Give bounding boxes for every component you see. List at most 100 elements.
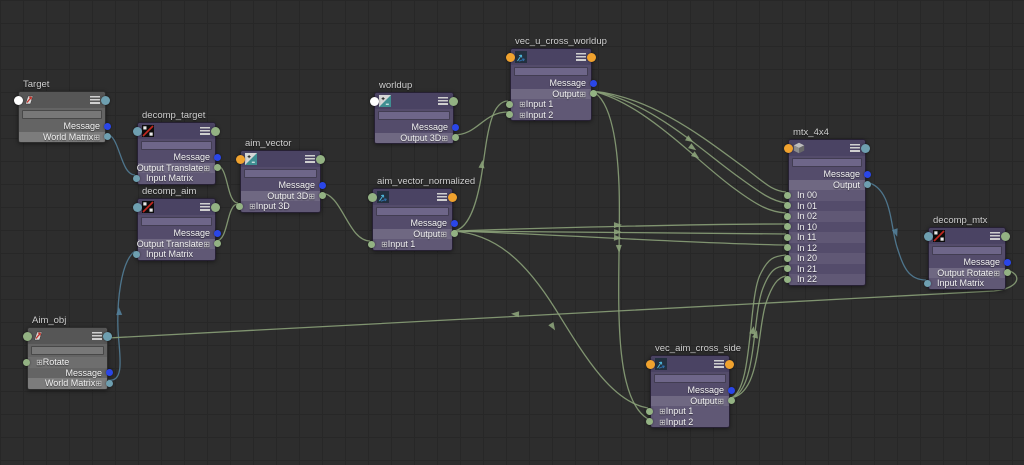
node-left-plug[interactable] xyxy=(14,95,23,105)
display-mode-icon[interactable] xyxy=(990,232,1000,240)
node-filter-field[interactable] xyxy=(244,169,317,178)
node-left-plug[interactable] xyxy=(646,359,655,369)
expand-grid-icon[interactable]: ⊞ xyxy=(36,358,43,367)
port-output-message[interactable] xyxy=(105,369,113,377)
node-filter-field[interactable] xyxy=(932,246,1002,255)
wire-normalized-output-to-vecaim-input1[interactable] xyxy=(452,230,649,409)
wire-vecaim-output-to-mtx-in20[interactable] xyxy=(729,254,787,399)
port-output-output-rotate[interactable] xyxy=(1003,269,1011,277)
node-filter-field[interactable] xyxy=(22,110,102,119)
expand-grid-icon[interactable]: ⊞ xyxy=(579,89,586,99)
display-mode-icon[interactable] xyxy=(438,97,448,105)
node-left-plug[interactable] xyxy=(370,96,379,106)
expand-grid-icon[interactable]: ⊞ xyxy=(95,379,102,388)
expand-grid-icon[interactable]: ⊞ xyxy=(519,110,526,120)
port-input-in-02[interactable] xyxy=(783,212,791,220)
node-right-plug[interactable] xyxy=(448,192,457,202)
display-mode-icon[interactable] xyxy=(576,53,586,61)
expand-grid-icon[interactable]: ⊞ xyxy=(659,407,666,416)
wire-vecaim-output-to-mtx-in21[interactable] xyxy=(729,265,787,399)
expand-grid-icon[interactable]: ⊞ xyxy=(249,202,256,211)
port-input-input-2[interactable] xyxy=(645,418,653,426)
node-header[interactable] xyxy=(236,151,325,167)
expand-grid-icon[interactable]: ⊞ xyxy=(308,191,315,201)
port-input-in-11[interactable] xyxy=(783,233,791,241)
node-header[interactable] xyxy=(23,328,112,344)
port-output-message[interactable] xyxy=(213,153,221,161)
node-filter-field[interactable] xyxy=(376,207,449,216)
port-output-message[interactable] xyxy=(727,386,735,394)
node-right-plug[interactable] xyxy=(861,143,870,153)
node-left-plug[interactable] xyxy=(506,52,515,62)
node-left-plug[interactable] xyxy=(133,126,142,136)
port-input-in-20[interactable] xyxy=(783,254,791,262)
wire-aimobj-worldmatrix-to-decompaim-inputmatrix[interactable] xyxy=(107,250,136,381)
wire-vecaim-output-to-mtx-in22[interactable] xyxy=(729,275,787,399)
wire-decompaim-outputtranslate-to-aimvector-input3d[interactable] xyxy=(215,203,239,242)
node-header[interactable] xyxy=(133,123,220,139)
port-output-world-matrix[interactable] xyxy=(105,379,113,387)
node-header[interactable] xyxy=(368,189,457,205)
port-output-output[interactable] xyxy=(450,230,458,238)
port-output-world-matrix[interactable] xyxy=(103,133,111,141)
expand-grid-icon[interactable]: ⊞ xyxy=(203,239,210,249)
expand-grid-icon[interactable]: ⊞ xyxy=(441,133,448,143)
node-left-plug[interactable] xyxy=(23,331,32,341)
node-right-plug[interactable] xyxy=(725,359,734,369)
port-output-output[interactable] xyxy=(727,397,735,405)
node-header[interactable] xyxy=(784,140,870,156)
expand-grid-icon[interactable]: ⊞ xyxy=(93,132,100,142)
port-input-input-1[interactable] xyxy=(505,100,513,108)
port-output-message[interactable] xyxy=(213,229,221,237)
node-header[interactable] xyxy=(646,356,734,372)
port-input-input-matrix[interactable] xyxy=(132,250,140,258)
wire-vecu-output-to-mtx-in02[interactable] xyxy=(591,90,787,214)
expand-grid-icon[interactable]: ⊞ xyxy=(519,100,526,109)
node-filter-field[interactable] xyxy=(514,67,588,76)
port-input-input-3d[interactable] xyxy=(235,202,243,210)
port-output-output[interactable] xyxy=(863,181,871,189)
port-output-message[interactable] xyxy=(589,79,597,87)
expand-grid-icon[interactable]: ⊞ xyxy=(203,163,210,173)
display-mode-icon[interactable] xyxy=(200,127,210,135)
node-filter-field[interactable] xyxy=(378,111,450,120)
node-filter-field[interactable] xyxy=(31,346,104,355)
node-left-plug[interactable] xyxy=(236,154,245,164)
port-output-output-translate[interactable] xyxy=(213,164,221,172)
port-output-message[interactable] xyxy=(103,122,111,130)
node-header[interactable] xyxy=(370,93,458,109)
wire-vecu-output-to-vecaim-input2[interactable] xyxy=(591,90,649,420)
node-left-plug[interactable] xyxy=(368,192,377,202)
node-left-plug[interactable] xyxy=(133,202,142,212)
port-input-in-22[interactable] xyxy=(783,275,791,283)
port-input-in-10[interactable] xyxy=(783,223,791,231)
node-right-plug[interactable] xyxy=(103,331,112,341)
node-left-plug[interactable] xyxy=(924,231,933,241)
wire-vecu-output-to-mtx-in00[interactable] xyxy=(591,90,787,193)
port-output-message[interactable] xyxy=(318,181,326,189)
node-right-plug[interactable] xyxy=(449,96,458,106)
node-filter-field[interactable] xyxy=(792,158,862,167)
expand-grid-icon[interactable]: ⊞ xyxy=(993,268,1000,278)
wire-mtx4x4-output-to-decompmtx-inputmatrix[interactable] xyxy=(865,181,927,281)
node-right-plug[interactable] xyxy=(316,154,325,164)
port-input-in-01[interactable] xyxy=(783,202,791,210)
port-output-output-translate[interactable] xyxy=(213,240,221,248)
node-right-plug[interactable] xyxy=(211,126,220,136)
node-header[interactable] xyxy=(133,199,220,215)
display-mode-icon[interactable] xyxy=(90,96,100,104)
port-input-input-matrix[interactable] xyxy=(132,174,140,182)
node-right-plug[interactable] xyxy=(587,52,596,62)
display-mode-icon[interactable] xyxy=(714,360,724,368)
node-filter-field[interactable] xyxy=(141,141,212,150)
port-output-output-3d[interactable] xyxy=(318,192,326,200)
